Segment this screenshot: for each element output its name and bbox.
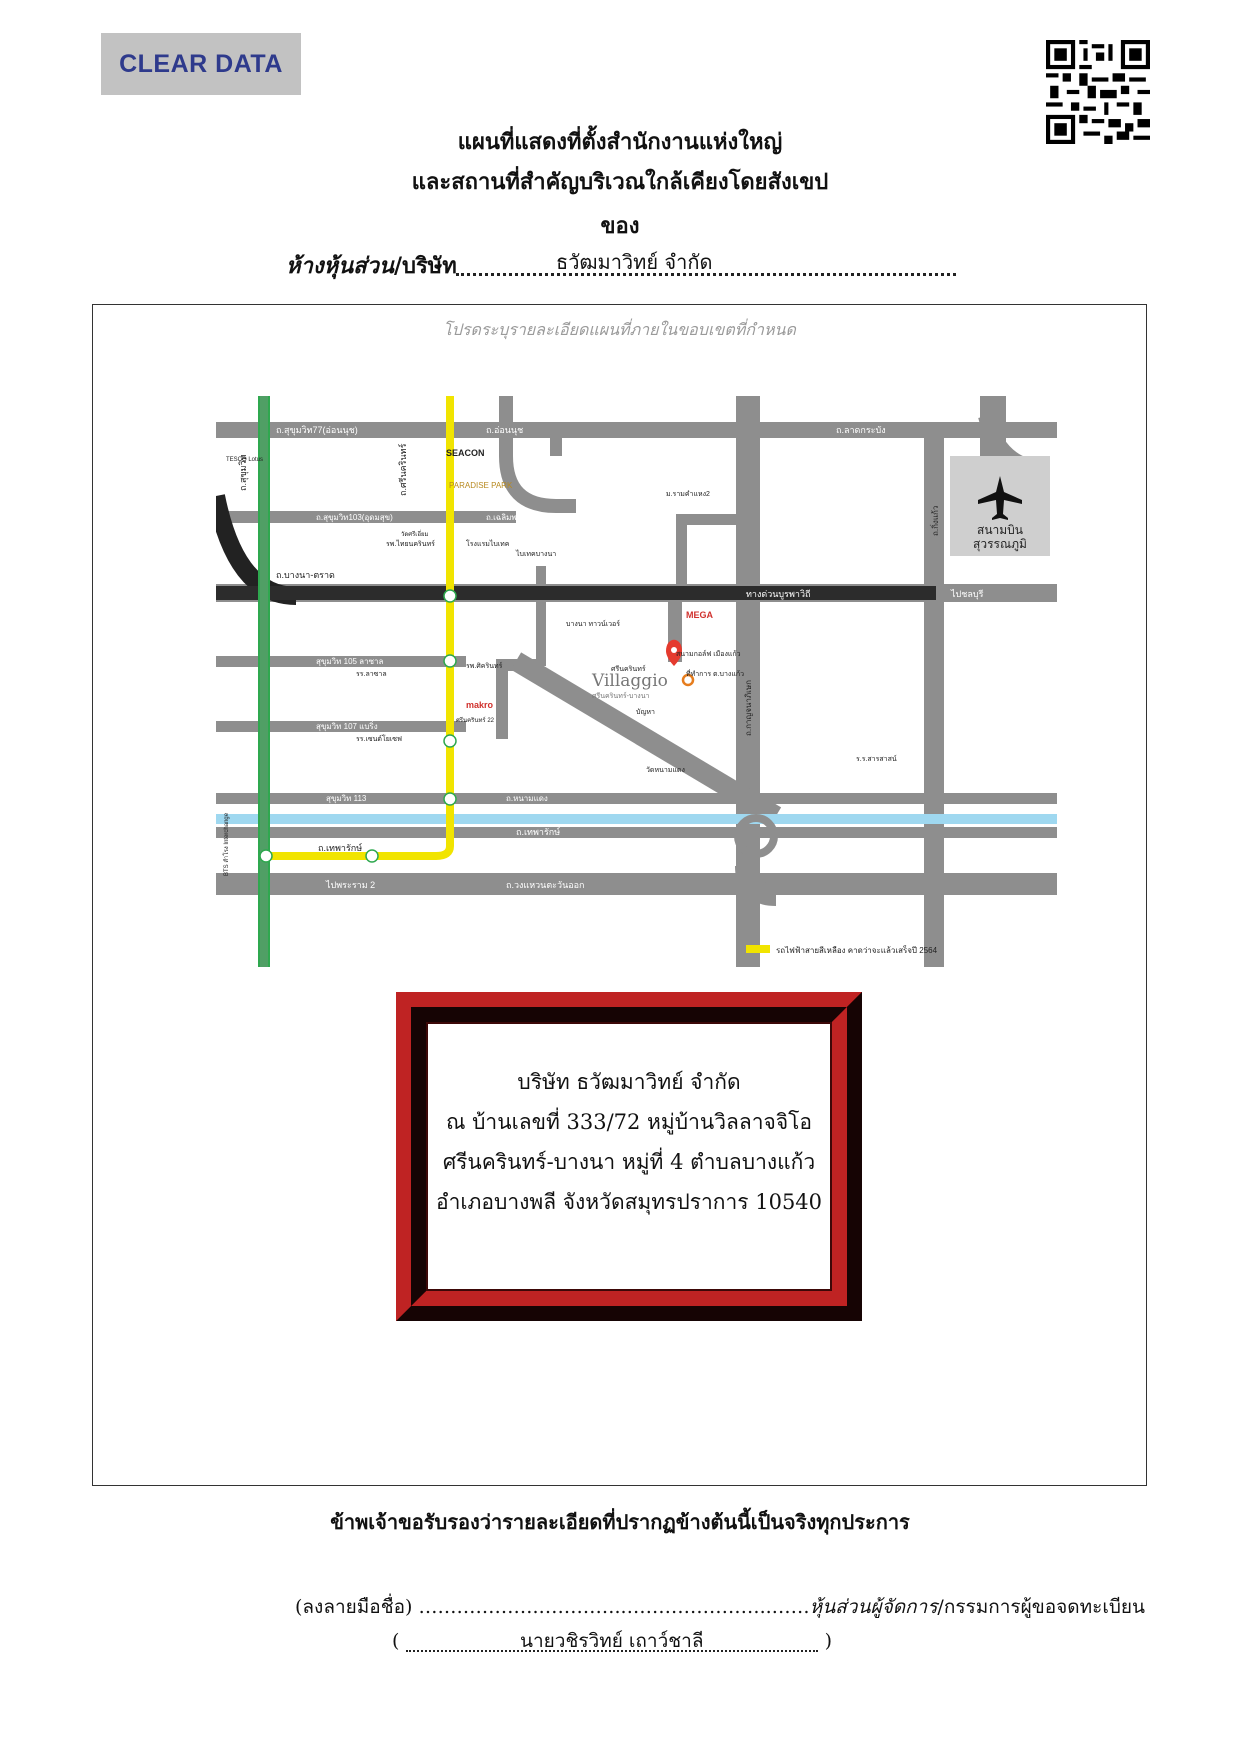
svg-text:ถ.สุขุมวิท77(อ่อนนุช): ถ.สุขุมวิท77(อ่อนนุช) [276, 425, 358, 436]
svg-text:ทางด่วนบูรพาวิถี: ทางด่วนบูรพาวิถี [746, 589, 810, 600]
svg-text:สุขุมวิท 113: สุขุมวิท 113 [326, 794, 367, 803]
svg-text:ถ.เฉลิมพระเกียรติ: ถ.เฉลิมพระเกียรติ [486, 513, 547, 522]
svg-text:ถ.ศรีนครินทร์: ถ.ศรีนครินทร์ [397, 443, 408, 496]
airplane-icon [978, 476, 1022, 520]
role-director-label: /กรรมการผู้ขอจดทะเบียน [937, 1596, 1146, 1618]
company-dotted-line [456, 273, 956, 276]
svg-text:PARADISE PARK: PARADISE PARK [449, 481, 513, 490]
svg-text:รร.เซนต์โยเซฟ: รร.เซนต์โยเซฟ [356, 734, 402, 743]
address-frame: บริษัท ธวัฒมาวิทย์ จำกัด ณ บ้านเลขที่ 33… [396, 992, 862, 1321]
svg-text:ถ.สุขุมวิท: ถ.สุขุมวิท [238, 454, 249, 491]
svg-text:ถ.กิ่งแก้ว: ถ.กิ่งแก้ว [929, 506, 940, 536]
svg-text:รพ.ไทยนครินทร์: รพ.ไทยนครินทร์ [386, 539, 435, 548]
svg-text:ร.ร.สารสาสน์: ร.ร.สารสาสน์ [856, 755, 897, 763]
close-paren: ) [824, 1630, 832, 1652]
map-frame [92, 304, 1147, 1486]
motorway-road [216, 586, 936, 600]
document-title-line-2: และสถานที่สำคัญบริเวณใกล้เคียงโดยสังเขป [411, 169, 829, 195]
svg-text:ศรีนครินทร์ 22: ศรีนครินทร์ 22 [456, 716, 495, 724]
svg-text:ถ.กาญจนาภิเษก: ถ.กาญจนาภิเษก [744, 680, 753, 736]
canal [216, 814, 1057, 824]
company-label-company: /บริษัท [393, 253, 457, 279]
svg-text:TESCO Lotus: TESCO Lotus [226, 457, 263, 463]
svg-text:ไบเทคบางนา: ไบเทคบางนา [515, 549, 556, 558]
svg-text:บัญหา: บัญหา [636, 708, 655, 716]
svg-text:ถ.หนามแดง: ถ.หนามแดง [506, 794, 548, 803]
signature-line: (ลงลายมือชื่อ) ……………….…………..…………………..……ห… [295, 1592, 1195, 1622]
svg-text:Villaggio: Villaggio [591, 671, 668, 691]
svg-text:ถ.เทพารักษ์: ถ.เทพารักษ์ [318, 842, 362, 853]
document-title-line-1: แผนที่แสดงที่ตั้งสำนักงานแห่งใหญ่ [457, 129, 783, 155]
svg-text:สนามบิน: สนามบิน [977, 523, 1023, 537]
company-name-field: ห้างหุ้นส่วน/บริษัท ธวัฒมาวิทย์ จำกัด [286, 248, 956, 280]
svg-text:รพ.ศิครินทร์: รพ.ศิครินทร์ [466, 662, 503, 670]
svg-text:ไปพระราม 2: ไปพระราม 2 [325, 880, 375, 890]
signature-label: (ลงลายมือชื่อ) ……………….…………..…………………..…… [295, 1596, 810, 1618]
svg-text:โรงแรมไบเทค: โรงแรมไบเทค [466, 539, 510, 548]
svg-text:สุวรรณภูมิ: สุวรรณภูมิ [973, 537, 1027, 552]
svg-text:ถ.เทพารักษ์: ถ.เทพารักษ์ [516, 826, 560, 837]
company-name-value[interactable]: ธวัฒมาวิทย์ จำกัด [556, 250, 713, 274]
svg-text:วัดศรีเอี่ยม: วัดศรีเอี่ยม [401, 530, 428, 538]
address-line-2: ณ บ้านเลขที่ 333/72 หมู่บ้านวิลลาจจิโอ [445, 1109, 813, 1134]
signer-name-value[interactable]: นายวชิรวิทย์ เถาว์ชาลี [520, 1630, 704, 1652]
svg-text:ที่ทำการ ต.บางแก้ว: ที่ทำการ ต.บางแก้ว [686, 669, 744, 678]
svg-text:SEACON: SEACON [446, 448, 485, 458]
yellow-line [266, 396, 454, 860]
svg-text:สุขุมวิท 105 ลาซาล: สุขุมวิท 105 ลาซาล [316, 657, 384, 666]
svg-text:บางนา ทาวน์เวอร์: บางนา ทาวน์เวอร์ [566, 620, 620, 628]
green-line [258, 396, 270, 967]
clear-data-button[interactable]: CLEAR DATA [101, 33, 301, 95]
svg-text:makro: makro [466, 700, 494, 710]
svg-text:รถไฟฟ้าสายสีเหลือง คาดว่าจะแล้: รถไฟฟ้าสายสีเหลือง คาดว่าจะแล้วเสร็จปี 2… [776, 945, 938, 955]
qr-code-icon [1046, 40, 1150, 144]
address-line-3: ศรีนครินทร์-บางนา หมู่ที่ 4 ตำบลบางแก้ว [442, 1149, 816, 1174]
svg-text:ถ.บางนา-ตราด: ถ.บางนา-ตราด [276, 570, 335, 580]
document-title-line-3: ของ [600, 213, 640, 239]
svg-text:BTS สำโรง Interchange: BTS สำโรง Interchange [222, 812, 230, 876]
location-map: สนามบิน สุวรรณภูมิ Villaggio ศรีนครินทร์… [216, 396, 1057, 967]
svg-text:ม.รามคำแหง2: ม.รามคำแหง2 [666, 490, 710, 498]
svg-text:สนามกอล์ฟ เมืองแก้ว: สนามกอล์ฟ เมืองแก้ว [676, 650, 741, 658]
svg-text:รร.ลาซาล: รร.ลาซาล [356, 671, 387, 678]
map-hint-text: โปรดระบุรายละเอียดแผนที่ภายในขอบเขตที่กำ… [443, 320, 796, 339]
svg-text:ถ.ลาดกระบัง: ถ.ลาดกระบัง [836, 425, 886, 435]
company-label-partnership: ห้างหุ้นส่วน [286, 253, 394, 279]
svg-text:ถ.วงแหวนตะวันออก: ถ.วงแหวนตะวันออก [506, 880, 584, 890]
address-line-1: บริษัท ธวัฒมาวิทย์ จำกัด [517, 1069, 741, 1094]
open-paren: ( [392, 1630, 400, 1652]
address-line-4: อำเภอบางพลี จังหวัดสมุทรปราการ 10540 [435, 1189, 823, 1214]
svg-text:สุขุมวิท 107 แบริ่ง: สุขุมวิท 107 แบริ่ง [316, 720, 378, 731]
svg-text:วัดหนามแดง: วัดหนามแดง [646, 766, 685, 774]
certification-statement: ข้าพเจ้าขอรับรองว่ารายละเอียดที่ปรากฏข้า… [330, 1510, 910, 1534]
svg-text:ถ.สุขุมวิท103(อุดมสุข): ถ.สุขุมวิท103(อุดมสุข) [316, 513, 393, 522]
name-dotted-line [406, 1650, 818, 1652]
svg-text:ศรีนครินทร์: ศรีนครินทร์ [611, 665, 646, 673]
svg-text:ไปชลบุรี: ไปชลบุรี [950, 589, 984, 600]
svg-text:MEGA: MEGA [686, 610, 714, 620]
svg-text:ศรีนครินทร์-บางนา: ศรีนครินทร์-บางนา [592, 692, 649, 700]
role-partner-label: หุ้นส่วนผู้จัดการ [809, 1596, 938, 1618]
svg-text:ถ.อ่อนนุช: ถ.อ่อนนุช [486, 425, 523, 436]
signer-name-field: ( นายวชิรวิทย์ เถาว์ชาลี ) [392, 1630, 832, 1660]
